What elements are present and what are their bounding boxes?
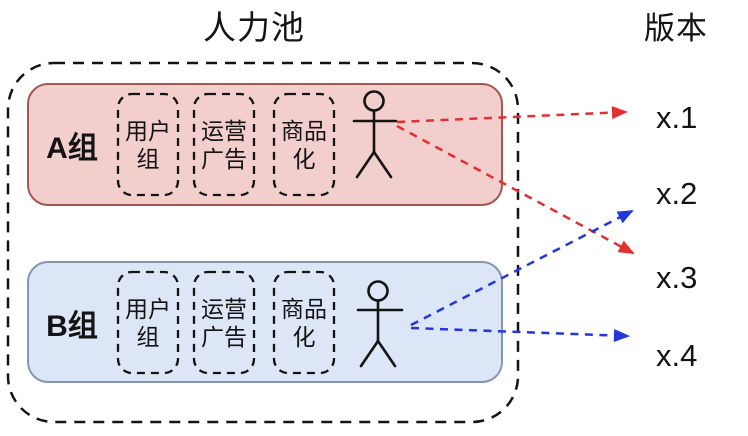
- role-label-a-users: 用户 组: [125, 117, 171, 172]
- version-label-x1: x.1: [656, 100, 698, 135]
- role-box-a-users: [116, 92, 180, 197]
- role-box-b-ops-ads: [192, 270, 256, 375]
- group-a-box: [27, 83, 503, 206]
- role-label-b-ops-ads: 运营 广告: [201, 295, 247, 350]
- person-icon-group-a: [352, 90, 398, 179]
- arrow-b-to-x4: [410, 326, 630, 342]
- role-label-a-productization: 商品 化: [281, 117, 327, 172]
- version-label-x2: x.2: [656, 176, 698, 211]
- version-label-x4: x.4: [656, 338, 698, 373]
- person-icon-group-b: [356, 280, 404, 368]
- role-box-b-productization: [272, 270, 336, 375]
- role-box-b-users: [116, 270, 180, 375]
- pool-container-border: [6, 61, 520, 424]
- role-label-a-ops-ads: 运营 广告: [201, 117, 247, 172]
- arrow-a-to-x1: [396, 106, 628, 124]
- arrow-b-to-x2: [410, 209, 634, 327]
- role-box-a-productization: [272, 92, 336, 197]
- role-label-b-productization: 商品 化: [281, 295, 327, 350]
- group-a-label: A组: [46, 132, 98, 165]
- pool-title: 人力池: [203, 9, 305, 46]
- group-b-box: [27, 261, 503, 383]
- group-b-label: B组: [46, 310, 98, 343]
- versions-title: 版本: [644, 11, 708, 46]
- role-label-b-users: 用户 组: [125, 295, 171, 350]
- role-box-a-ops-ads: [192, 92, 256, 197]
- version-label-x3: x.3: [656, 260, 698, 295]
